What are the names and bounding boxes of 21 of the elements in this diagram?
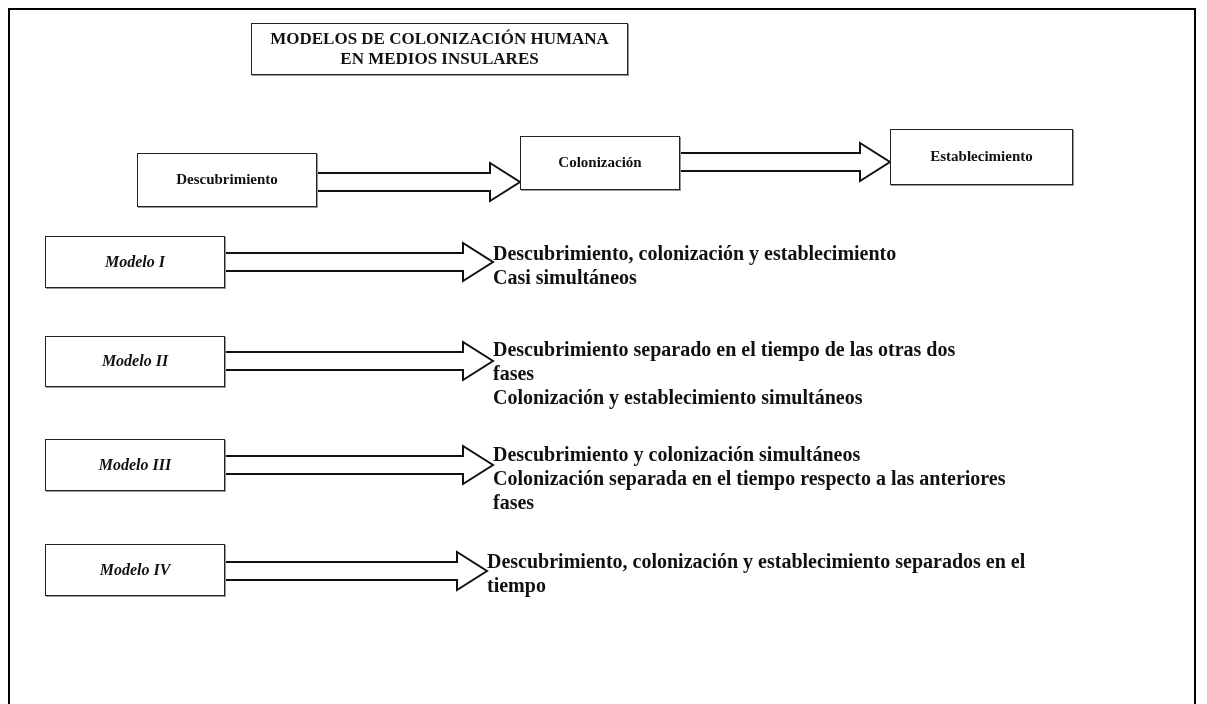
description-text: Descubrimiento separado en el tiempo de las otras dos fases <box>493 337 957 385</box>
phase-box: Establecimiento <box>890 129 1073 185</box>
model-box: Modelo IV <box>45 544 225 596</box>
phase-box: Descubrimiento <box>137 153 317 207</box>
model-box: Modelo I <box>45 236 225 288</box>
model-box: Modelo II <box>45 336 225 387</box>
description-text: Descubrimiento, colonización y establecimiento separados en el tiempo <box>487 549 1027 597</box>
description-text: Colonización y establecimiento simultáneos <box>493 385 864 409</box>
block-arrow <box>316 161 522 203</box>
phase-box: Colonización <box>520 136 680 190</box>
block-arrow <box>224 241 495 283</box>
description-text: Descubrimiento y colonización simultáneos <box>493 442 862 466</box>
block-arrow <box>224 340 495 382</box>
description-text: Colonización separada en el tiempo respecto a las anteriores fases <box>493 466 1007 514</box>
block-arrow <box>224 444 495 486</box>
block-arrow <box>224 550 489 592</box>
description-text: Casi simultáneos <box>493 265 638 289</box>
title-box: MODELOS DE COLONIZACIÓN HUMANA EN MEDIOS INSULARES <box>251 23 628 75</box>
description-text: Descubrimiento, colonización y establecimiento <box>493 241 898 265</box>
block-arrow <box>679 141 892 183</box>
model-box: Modelo III <box>45 439 225 491</box>
